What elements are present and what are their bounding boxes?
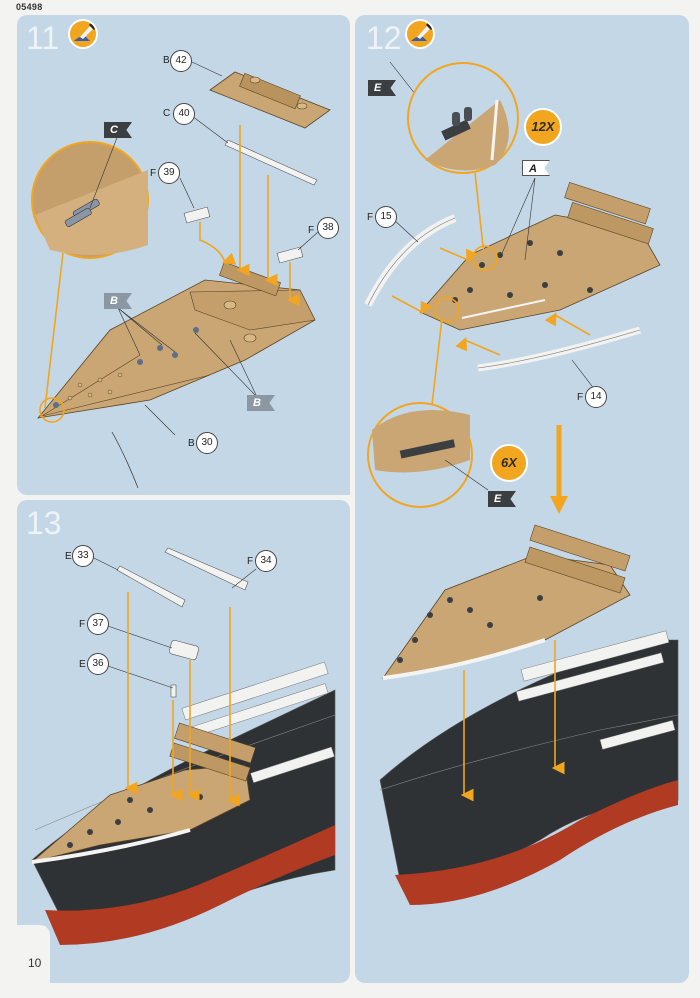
paint-flag-b: B — [104, 293, 132, 309]
part-callout-36: 36 — [87, 653, 109, 675]
part-callout-37: 37 — [87, 613, 109, 635]
part-callout-38: 38 — [317, 217, 339, 239]
part-letter: E — [79, 659, 86, 670]
part-letter: F — [150, 168, 157, 179]
part-letter: F — [247, 556, 254, 567]
part-letter: F — [367, 212, 374, 223]
paint-flag-c: C — [104, 122, 132, 138]
part-letter: F — [79, 619, 86, 630]
part-callout-42: 42 — [170, 50, 192, 72]
part-letter: F — [577, 392, 584, 403]
part-letter: F — [308, 225, 315, 236]
part-callout-34: 34 — [255, 550, 277, 572]
part-callout-15: 15 — [375, 206, 397, 228]
page-number: 10 — [28, 956, 42, 970]
part-callout-39: 39 — [158, 162, 180, 184]
paint-brush-icon — [405, 19, 435, 49]
paint-flag-e: E — [368, 80, 396, 96]
step-number-12: 12 — [366, 20, 402, 56]
step-number-13: 13 — [26, 505, 62, 541]
part-letter: E — [65, 551, 72, 562]
part-letter: C — [163, 108, 171, 119]
document-code: 05498 — [16, 2, 43, 12]
paint-brush-icon — [68, 19, 98, 49]
part-callout-33: 33 — [72, 545, 94, 567]
part-callout-40: 40 — [173, 103, 195, 125]
part-letter: B — [163, 55, 170, 66]
paint-flag-b: B — [247, 395, 275, 411]
part-callout-14: 14 — [585, 386, 607, 408]
paint-flag-e: E — [488, 491, 516, 507]
quantity-badge-12x: 12X — [524, 108, 562, 146]
part-callout-30: 30 — [196, 432, 218, 454]
part-letter: B — [188, 438, 195, 449]
page-corner — [17, 925, 50, 983]
step-number-11: 11 — [26, 20, 60, 56]
quantity-badge-6x: 6X — [490, 444, 528, 482]
